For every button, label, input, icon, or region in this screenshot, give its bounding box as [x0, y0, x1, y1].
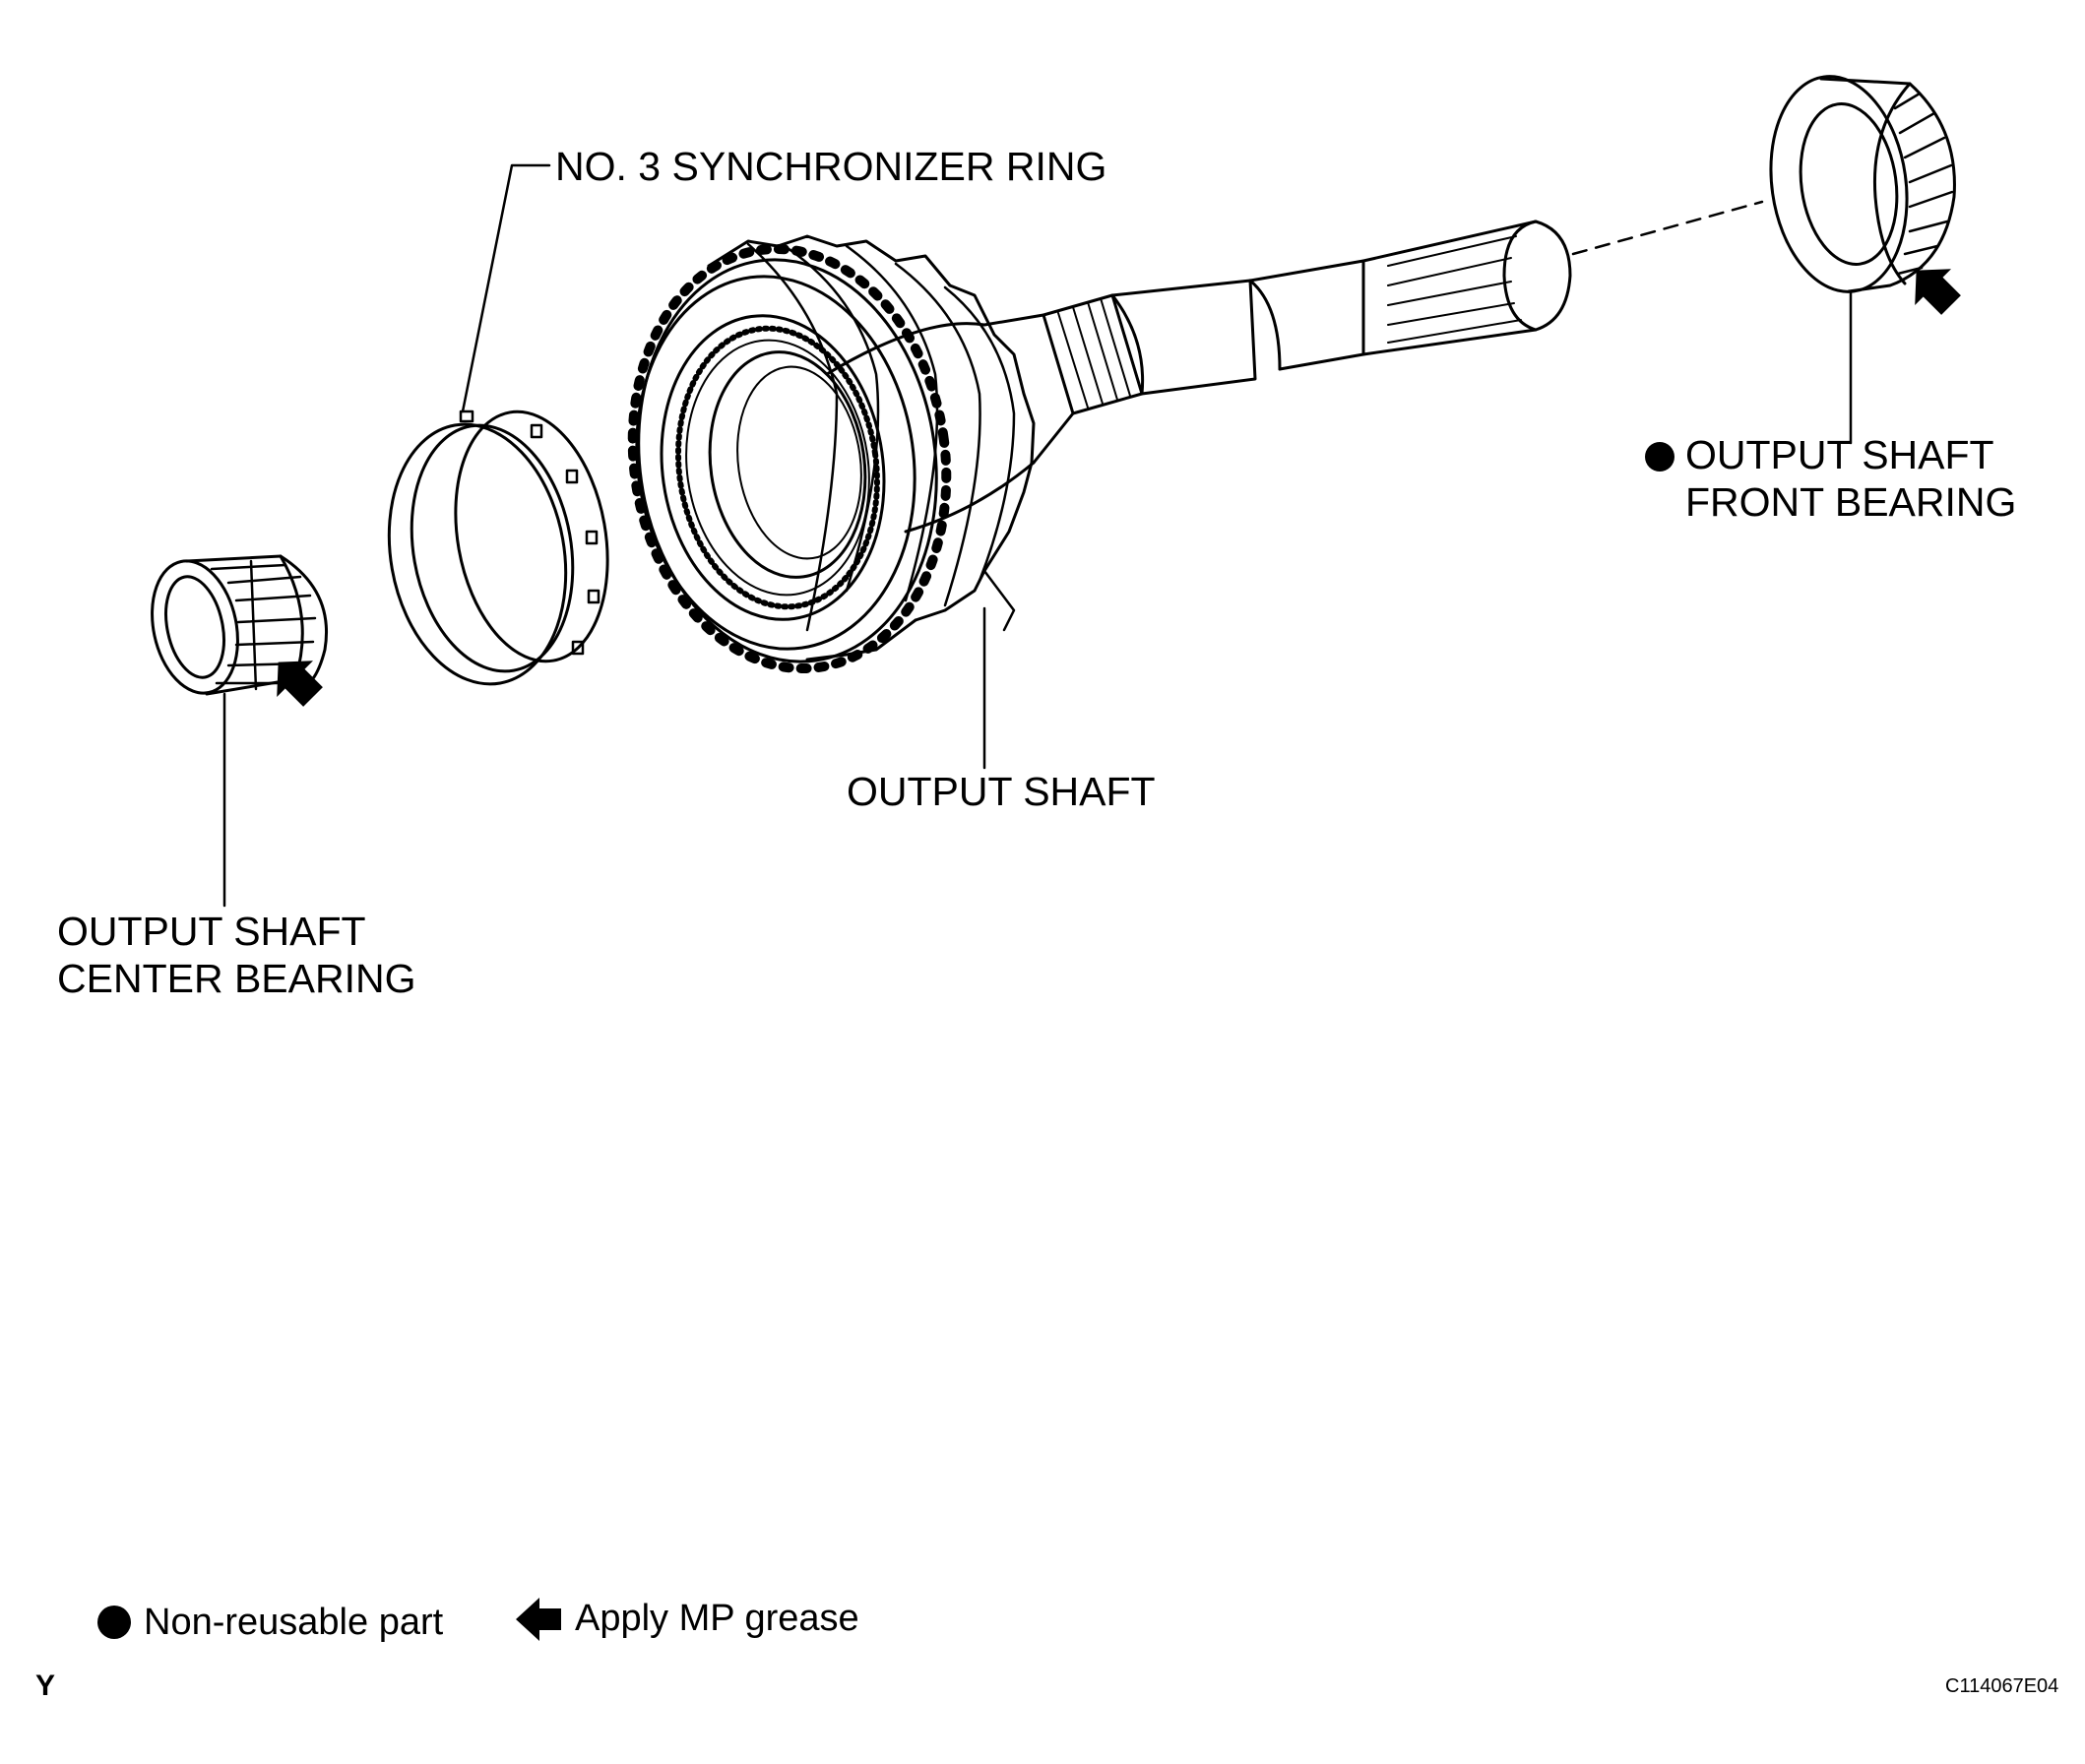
front-bearing-label-line2: FRONT BEARING [1685, 479, 2017, 525]
center-bearing-label-line2: CENTER BEARING [57, 956, 416, 1001]
grease-arrow-icon [516, 1598, 561, 1641]
non-reusable-icon [1645, 442, 1674, 472]
leader-lines [222, 163, 1853, 908]
grease-arrow-icon [1915, 269, 1961, 315]
front-bearing-label-line1: OUTPUT SHAFT [1685, 432, 1994, 477]
output-shaft-part [627, 220, 1572, 674]
synchronizer-ring-label: NO. 3 SYNCHRONIZER RING [555, 144, 1107, 189]
front-bearing-part [1769, 75, 1956, 293]
assembly-guide-line [1571, 200, 1764, 256]
synchronizer-ring-part [387, 410, 609, 686]
figure-code: C114067E04 [1945, 1675, 2059, 1697]
center-bearing-label-line1: OUTPUT SHAFT [57, 909, 366, 954]
legend-grease-text: Apply MP grease [575, 1598, 859, 1639]
synchronizer-leader [461, 163, 551, 413]
grease-arrow-icon [277, 661, 323, 707]
non-reusable-icon [97, 1606, 131, 1639]
legend-non-reusable-text: Non-reusable part [144, 1602, 444, 1643]
output-shaft-label: OUTPUT SHAFT [847, 769, 1156, 814]
corner-mark: Y [35, 1670, 56, 1702]
